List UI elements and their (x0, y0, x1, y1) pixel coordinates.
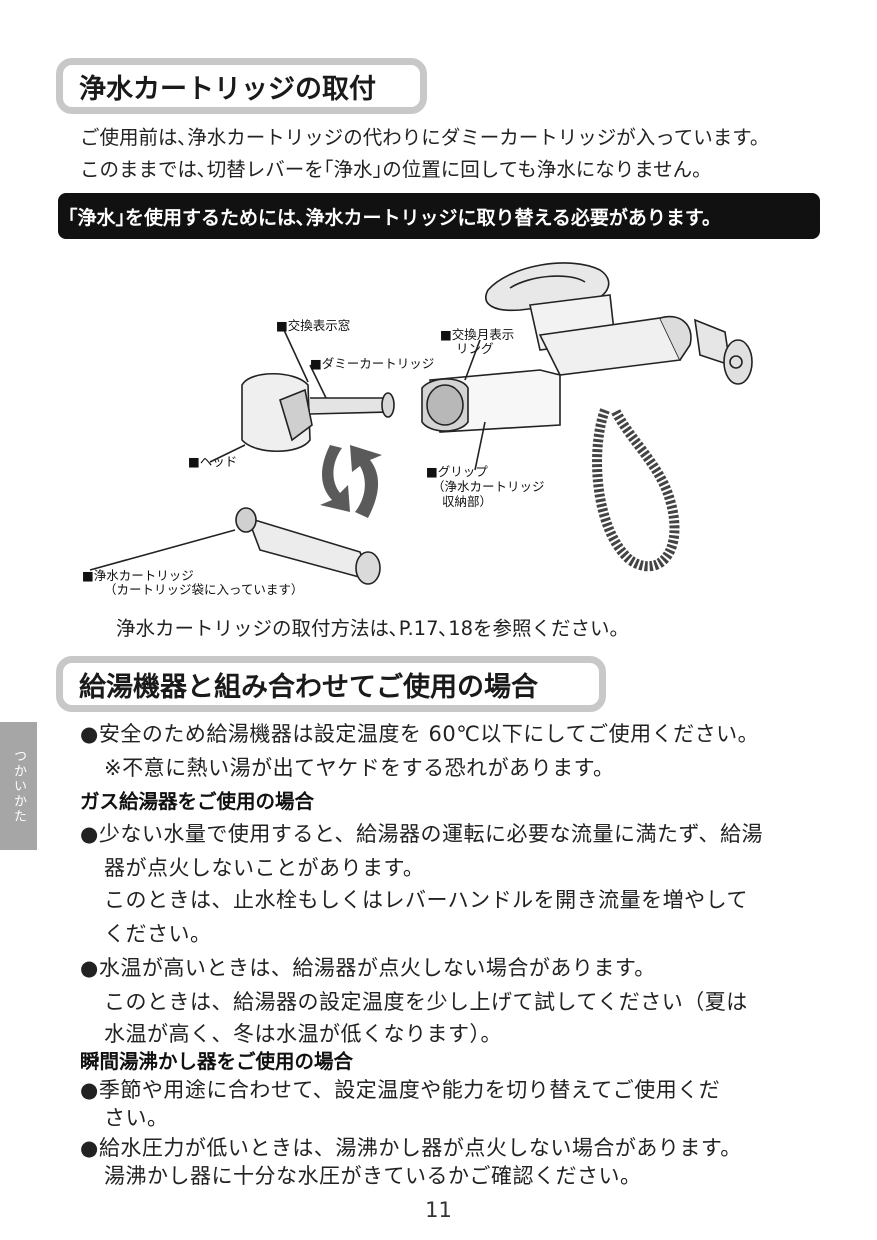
gas-line-5: ●水温が高いときは、給湯器が点火しない場合があります。 (80, 956, 656, 980)
side-tab-usage: つかいかた (0, 722, 37, 850)
instant-line-4: 湯沸かし器に十分な水圧がきているかご確認ください。 (104, 1164, 642, 1188)
hose (592, 407, 680, 572)
label-filter-cartridge-2: （カートリッジ袋に入っています） (104, 582, 303, 597)
page-number: 11 (425, 1198, 452, 1222)
gas-heater-heading: ガス給湯器をご使用の場合 (80, 790, 315, 813)
section-title-cartridge: 浄水カートリッジの取付 (56, 58, 427, 114)
label-grip-3: 収納部） (442, 494, 492, 509)
instant-line-3: ●給水圧力が低いときは、湯沸かし器が点火しない場合があります。 (80, 1136, 742, 1160)
label-filter-cartridge-1: ■浄水カートリッジ (82, 568, 194, 583)
section-title-water-heater: 給湯機器と組み合わせてご使用の場合 (56, 656, 606, 712)
gas-line-3: このときは、止水栓もしくはレバーハンドルを開き流量を増やして (104, 888, 748, 912)
reference-note: 浄水カートリッジの取付方法は､P.17､18を参照ください。 (116, 617, 630, 640)
faucet-cartridge-illustration: ■交換表示窓 ■ダミーカートリッジ ■交換月表示 リング ■ヘッド ■グリップ … (82, 262, 753, 597)
instant-heater-heading: 瞬間湯沸かし器をご使用の場合 (80, 1050, 354, 1073)
label-month-ring-1: ■交換月表示 (440, 327, 514, 342)
label-exchange-window: ■交換表示窓 (276, 318, 350, 333)
instant-line-2: さい。 (104, 1106, 169, 1130)
label-dummy-cartridge: ■ダミーカートリッジ (310, 356, 434, 371)
filter-cartridge (246, 516, 372, 582)
label-grip-1: ■グリップ (426, 464, 488, 479)
arrow-down (320, 445, 350, 512)
safety-line: ●安全のため給湯機器は設定温度を 60℃以下にしてご使用ください。 (80, 722, 760, 746)
warning-line: ※不意に熱い湯が出てヤケドをする恐れがあります。 (104, 756, 615, 780)
dummy-cartridge (309, 397, 389, 415)
arrow-up (350, 445, 382, 518)
label-head: ■ヘッド (188, 454, 237, 469)
label-grip-2: （浄水カートリッジ (432, 479, 545, 494)
intro-line-2: このままでは､切替レバーを｢浄水｣の位置に回しても浄水になりません。 (80, 158, 712, 181)
notice-banner: ｢浄水｣を使用するためには､浄水カートリッジに取り替える必要があります。 (58, 193, 820, 239)
instant-line-1: ●季節や用途に合わせて、設定温度や能力を切り替えてご使用くだ (80, 1078, 721, 1102)
gas-line-4: ください。 (104, 922, 212, 946)
gas-line-1: ●少ない水量で使用すると、給湯器の運転に必要な流量に満たず、給湯 (80, 822, 764, 846)
intro-line-1: ご使用前は､浄水カートリッジの代わりにダミーカートリッジが入っています。 (80, 126, 770, 149)
gas-line-6: このときは、給湯器の設定温度を少し上げて試してください（夏は (104, 990, 748, 1014)
label-month-ring-2: リング (456, 341, 494, 356)
gas-line-7: 水温が高く、冬は水温が低くなります）。 (104, 1022, 502, 1046)
gas-line-2: 器が点火しないことがあります。 (104, 856, 425, 880)
